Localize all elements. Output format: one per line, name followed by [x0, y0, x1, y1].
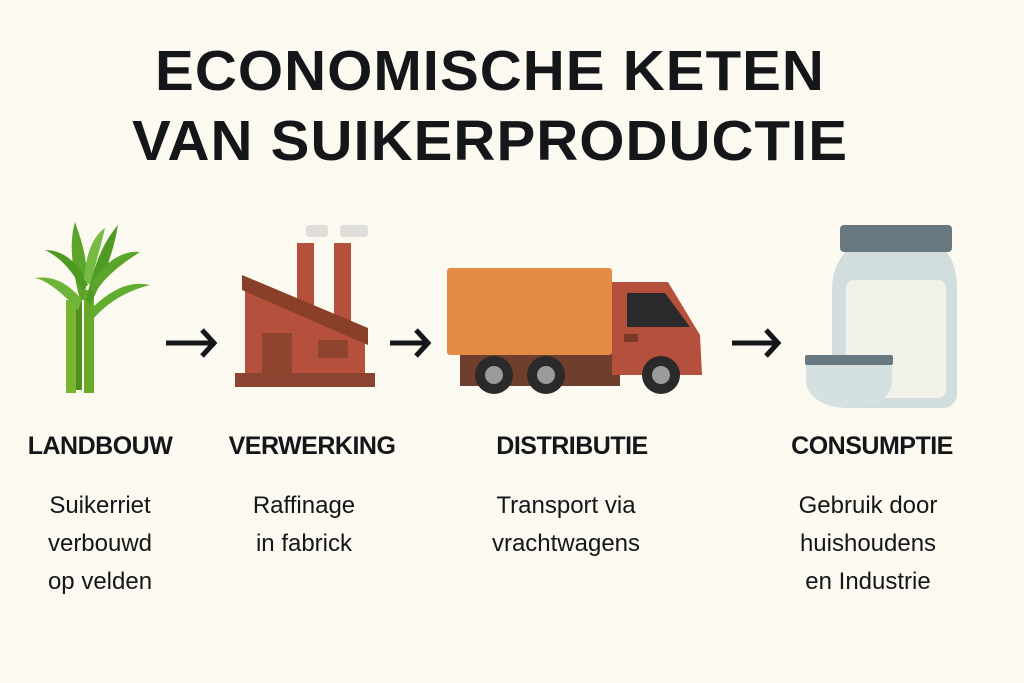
description-line: in fabrick: [255, 530, 353, 557]
stage-heading: CONSUMPTIE: [791, 432, 953, 460]
description-line: vrachtwagens: [491, 530, 641, 557]
stage-heading: LANDBOUW: [27, 432, 173, 460]
description-line: Suikerriet: [49, 492, 151, 519]
arrow-right-icon: [732, 328, 782, 358]
description-line: Gebruik door: [798, 492, 938, 519]
arrow-right-icon: [390, 328, 432, 358]
description-line: en Industrie: [805, 568, 931, 595]
page-title-line-2: VAN SUIKERPRODUCTIE: [131, 109, 849, 173]
page-title-line-1: ECONOMISCHE KETEN: [155, 39, 825, 103]
truck-icon: [447, 268, 702, 394]
stage-description: Gebruik door huishoudens en Industrie: [758, 487, 978, 601]
stage-description: Transport via vrachtwagens: [456, 487, 676, 563]
arrow-right-icon: [166, 328, 218, 358]
description-line: Transport via: [496, 492, 636, 519]
description-line: verbouwd: [47, 530, 153, 557]
description-line: huishoudens: [799, 530, 937, 557]
description-line: Raffinage: [252, 492, 356, 519]
stage-heading: VERWERKING: [228, 432, 396, 460]
stage-description: Raffinage in fabrick: [194, 487, 414, 563]
stage-heading: DISTRIBUTIE: [496, 432, 648, 460]
sugar-jar-icon: [805, 225, 957, 408]
factory-icon: [235, 225, 375, 387]
sugarcane-icon: [35, 222, 150, 393]
stage-description: Suikerriet verbouwd op velden: [0, 487, 210, 601]
description-line: op velden: [47, 568, 153, 595]
